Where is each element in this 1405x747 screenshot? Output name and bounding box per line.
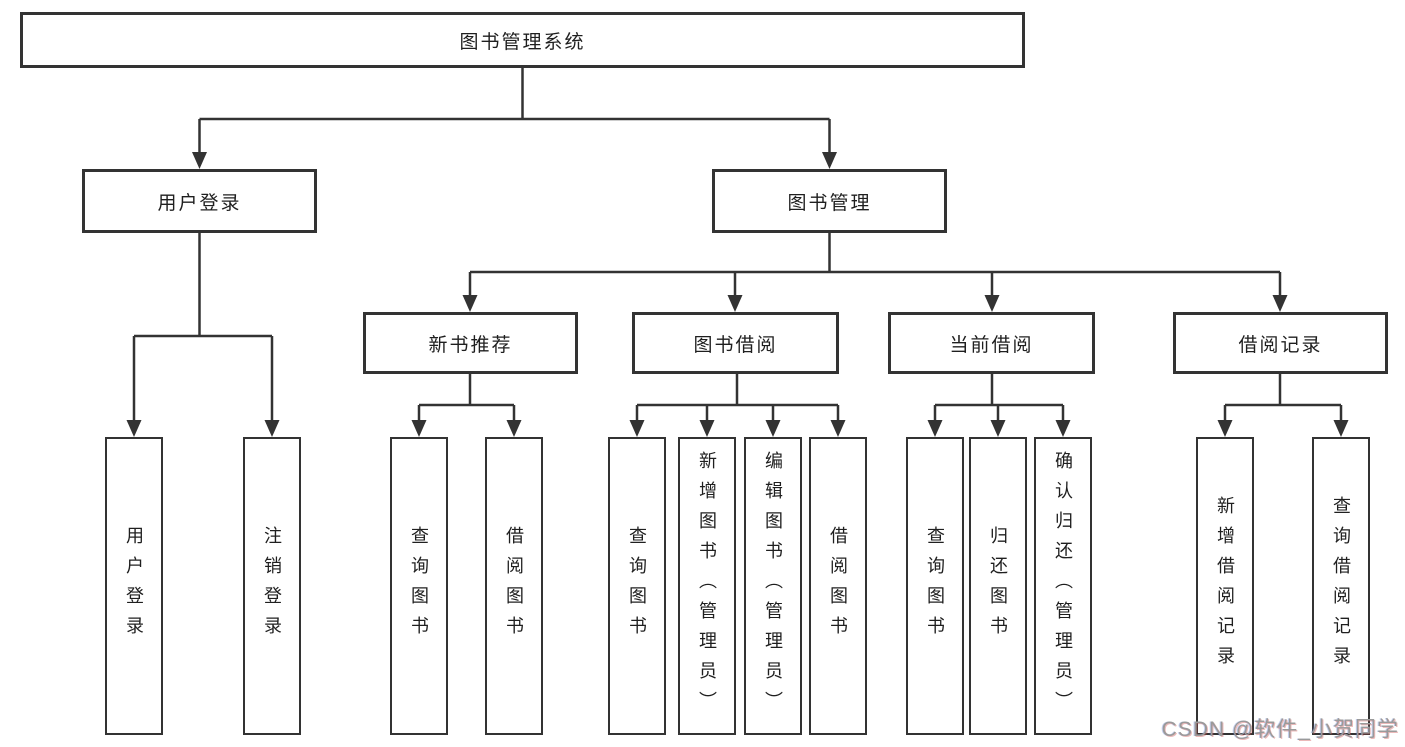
node-borrow-record: 借阅记录 <box>1173 312 1388 374</box>
leaf-query-books-borrow: 查询图书 <box>608 437 666 735</box>
node-current-borrow: 当前借阅 <box>888 312 1095 374</box>
leaf-query-books-current: 查询图书 <box>906 437 964 735</box>
node-label: 用户登录 <box>157 192 242 214</box>
leaf-borrow-books: 借阅图书 <box>809 437 867 735</box>
node-label: 当前借阅 <box>949 334 1034 356</box>
node-label: 图书借阅 <box>693 334 778 356</box>
leaf-add-borrow-record: 新增借阅记录 <box>1196 437 1254 735</box>
connector-arrowheads <box>126 152 1349 437</box>
node-book-management: 图书管理 <box>712 169 947 233</box>
node-book-borrow: 图书借阅 <box>632 312 839 374</box>
leaf-borrow-books-recommend: 借阅图书 <box>485 437 543 735</box>
leaf-return-books: 归还图书 <box>969 437 1027 735</box>
node-user-login: 用户登录 <box>82 169 317 233</box>
node-label: 图书管理 <box>787 192 872 214</box>
leaf-confirm-return-admin: 确认归还（管理员） <box>1034 437 1092 735</box>
node-library-management-system: 图书管理系统 <box>20 12 1025 68</box>
node-label: 借阅记录 <box>1238 334 1323 356</box>
leaf-query-borrow-record: 查询借阅记录 <box>1312 437 1370 735</box>
node-new-book-recommend: 新书推荐 <box>363 312 578 374</box>
leaf-edit-books-admin: 编辑图书（管理员） <box>744 437 802 735</box>
connector-shafts <box>132 68 1343 434</box>
node-label: 图书管理系统 <box>459 31 586 53</box>
leaf-add-books-admin: 新增图书（管理员） <box>678 437 736 735</box>
csdn-watermark: CSDN @软件_小贺同学 <box>1161 718 1399 741</box>
leaf-query-books-recommend: 查询图书 <box>390 437 448 735</box>
leaf-user-login: 用户登录 <box>105 437 163 735</box>
node-label: 新书推荐 <box>428 334 513 356</box>
leaf-logout: 注销登录 <box>243 437 301 735</box>
